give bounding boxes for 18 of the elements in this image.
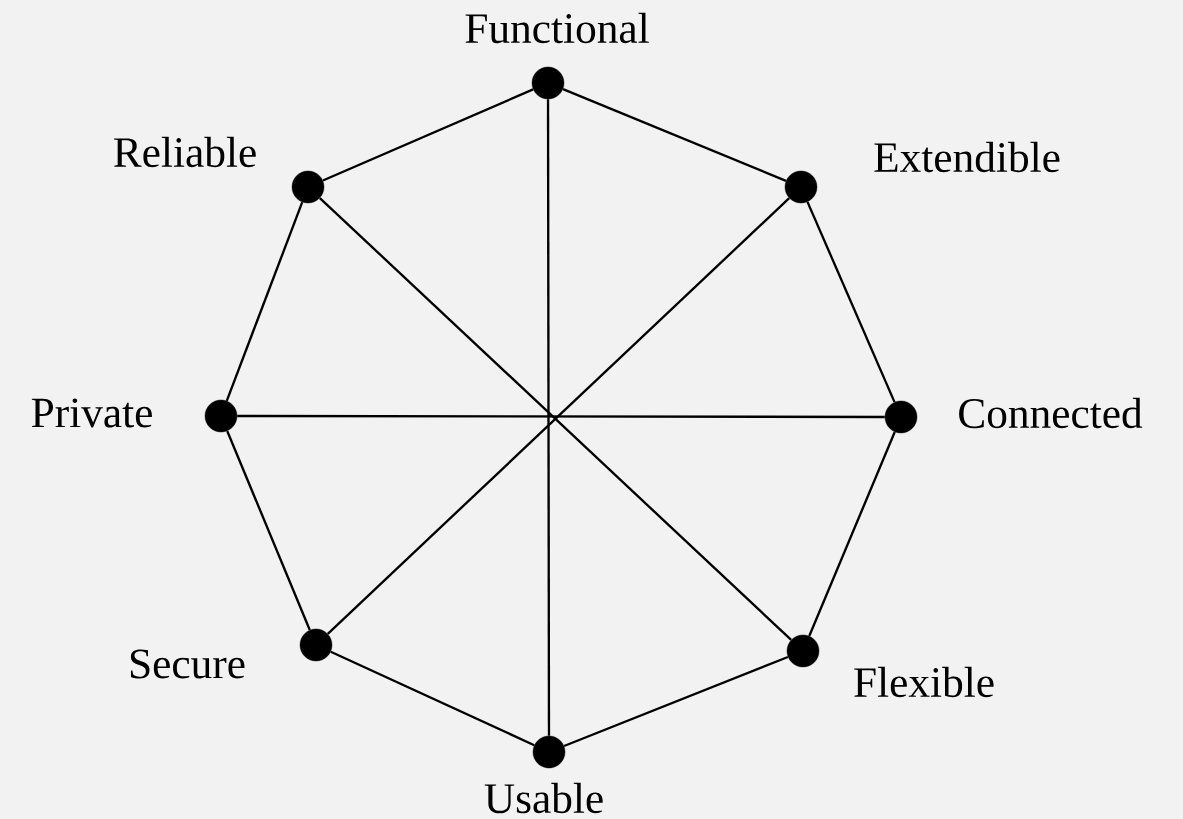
node-label: Reliable [114, 136, 256, 168]
node-label: Usable [484, 782, 603, 814]
line [225, 201, 304, 402]
line [808, 431, 896, 637]
line [330, 650, 535, 747]
line [546, 99, 551, 736]
node-label: Functional [465, 12, 649, 44]
node-label: Flexible [854, 666, 994, 698]
line [562, 88, 787, 182]
node-label: Extendible [874, 141, 1060, 173]
node-label: Private [31, 398, 152, 428]
node-label: Connected [959, 397, 1143, 429]
line [322, 88, 534, 182]
node-label: Secure [130, 649, 245, 679]
line [237, 414, 885, 419]
line [563, 655, 789, 748]
line [806, 201, 896, 403]
line [226, 430, 311, 631]
